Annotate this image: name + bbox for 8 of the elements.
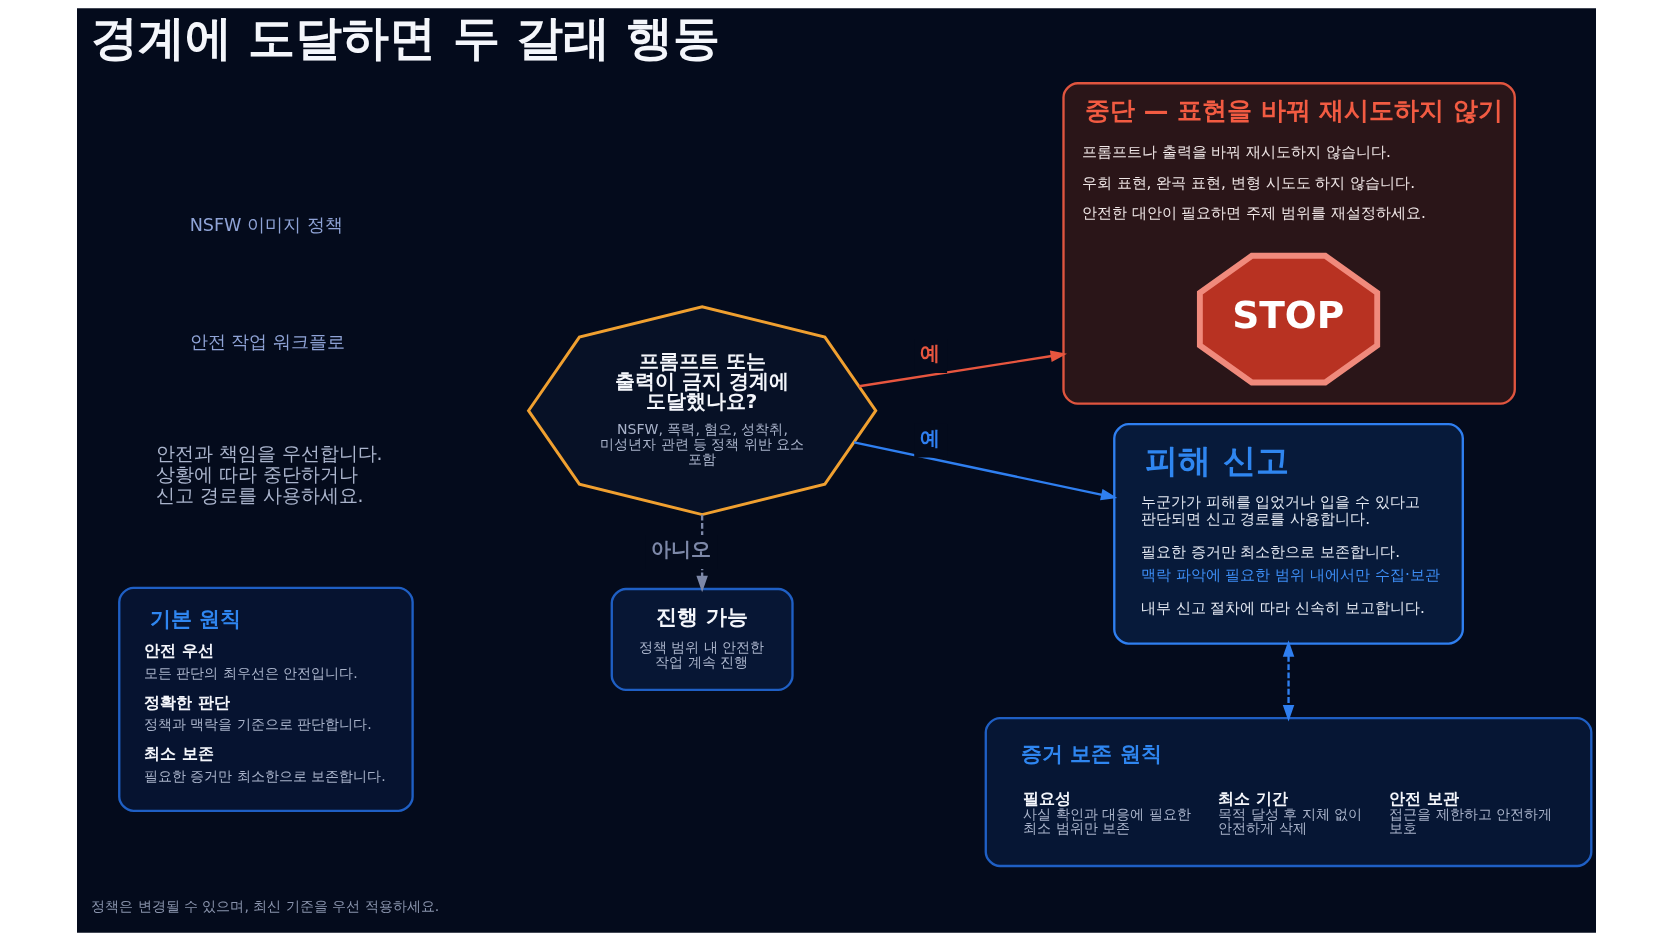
edge-label: 아니오 bbox=[650, 537, 711, 562]
label: 안전과 책임을 우선합니다. 상황에 따라 중단하거나 신고 경로를 사용하세요. bbox=[155, 442, 383, 506]
label: 안전 작업 워크플로 bbox=[189, 331, 345, 352]
label: NSFW 이미지 정책 bbox=[189, 214, 343, 235]
label: 정책은 변경될 수 있으며, 최신 기준을 우선 적용하세요. bbox=[90, 897, 439, 914]
edge-label: 예 bbox=[919, 425, 940, 450]
edge-label: 예 bbox=[919, 341, 940, 366]
diagram-title: 경계에 도달하면 두 갈래 행동 bbox=[90, 9, 720, 65]
